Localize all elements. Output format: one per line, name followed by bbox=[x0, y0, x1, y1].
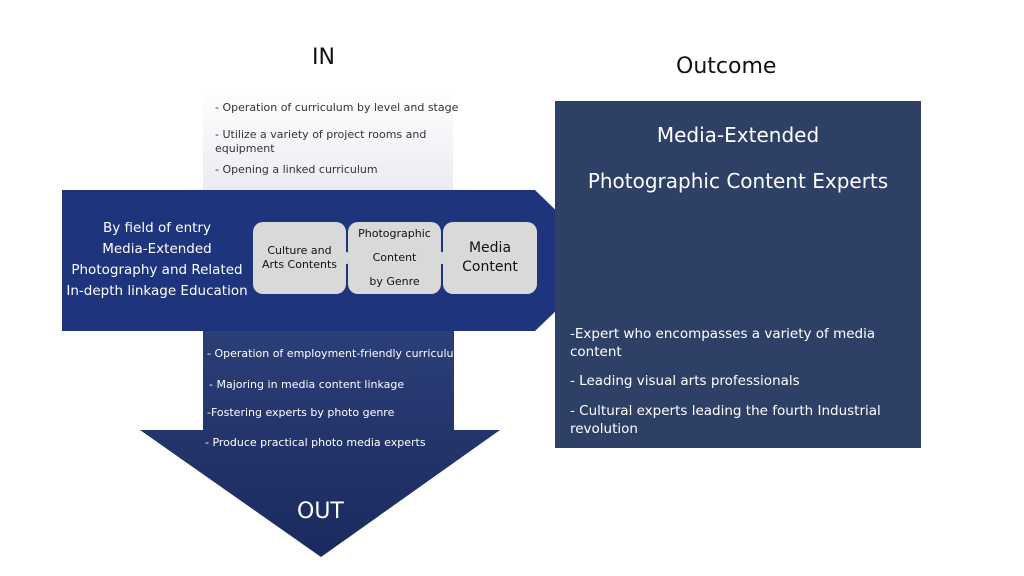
arrow-text-line: Photography and Related bbox=[71, 262, 243, 278]
in-input-box bbox=[203, 86, 453, 196]
puzzle-piece-culture: Culture and Arts Contents bbox=[253, 222, 346, 294]
outcome-title-line: Photographic Content Experts bbox=[587, 169, 889, 193]
puzzle-piece-media: Media Content bbox=[443, 222, 537, 294]
puzzle-piece-photographic: Photographic Content by Genre bbox=[348, 222, 441, 294]
outcome-title-line: Media-Extended bbox=[656, 123, 820, 147]
out-label: OUT bbox=[297, 499, 344, 524]
out-bullet: -Fostering experts by photo genre bbox=[207, 406, 395, 419]
in-bullet: - Opening a linked curriculum bbox=[215, 163, 378, 176]
outcome-panel bbox=[555, 101, 921, 448]
outcome-item: - Leading visual arts professionals bbox=[570, 373, 800, 389]
out-bullet: - Operation of employment-friendly curri… bbox=[207, 347, 465, 360]
piece-text: Photographic bbox=[358, 227, 431, 240]
piece-text: Content bbox=[372, 251, 417, 264]
out-bullet: - Produce practical photo media experts bbox=[205, 436, 426, 449]
puzzle-knob bbox=[436, 252, 448, 264]
outcome-item: -Expert who encompasses a variety of med… bbox=[570, 326, 876, 360]
in-bullet: - Operation of curriculum by level and s… bbox=[215, 101, 459, 114]
arrow-entry-text: By field of entry Media-Extended Photogr… bbox=[62, 218, 252, 302]
outcome-item: - Cultural experts leading the fourth In… bbox=[570, 403, 881, 437]
piece-text: Arts Contents bbox=[261, 258, 338, 271]
out-bullet: - Majoring in media content linkage bbox=[209, 378, 405, 391]
piece-text: by Genre bbox=[369, 275, 420, 288]
outcome-heading: Outcome bbox=[676, 54, 777, 79]
puzzle-knob bbox=[340, 252, 352, 264]
down-out-arrow bbox=[140, 325, 500, 557]
arrow-text-line: Media-Extended bbox=[102, 241, 212, 257]
in-bullet: - Utilize a variety of project rooms and… bbox=[215, 128, 427, 155]
arrow-text-line: By field of entry bbox=[103, 220, 211, 236]
piece-text: Media bbox=[468, 240, 512, 256]
in-heading: IN bbox=[312, 45, 335, 70]
piece-text: Content bbox=[462, 259, 518, 275]
piece-text: Culture and bbox=[267, 244, 332, 257]
arrow-text-line: In-depth linkage Education bbox=[66, 283, 248, 299]
